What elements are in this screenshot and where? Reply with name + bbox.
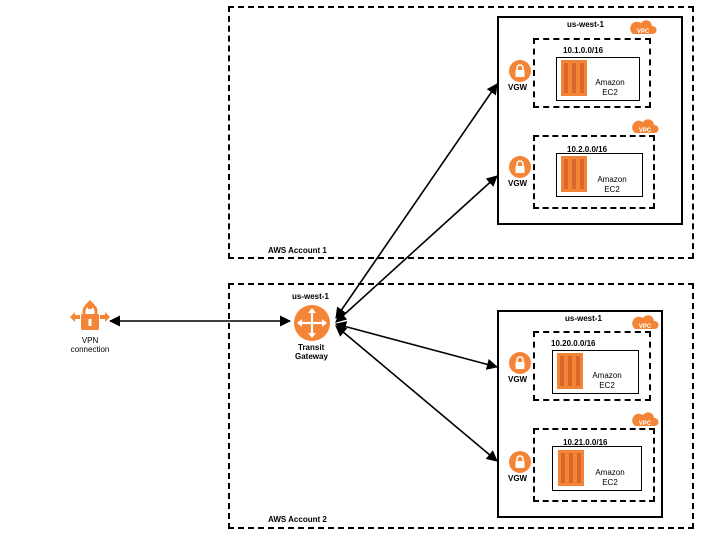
vpc-badge-text: VPC bbox=[639, 324, 652, 330]
vpc-cloud-icon: VPC bbox=[630, 20, 657, 35]
ec2-label-line2: EC2 bbox=[604, 185, 620, 194]
ec2-label-line1: Amazon bbox=[597, 175, 627, 184]
ec2-label-line2: EC2 bbox=[599, 381, 615, 390]
vpc-cloud-icon: VPC bbox=[632, 315, 659, 330]
vpc-badge-text: VPC bbox=[639, 128, 652, 134]
vgw-label: VGW bbox=[508, 83, 528, 92]
vpc-cidr: 10.20.0.0/16 bbox=[551, 339, 596, 348]
vgw-lock-icon bbox=[509, 352, 531, 374]
vgw-lock-icon bbox=[509, 60, 531, 82]
vpn-label-line1: VPN bbox=[81, 336, 99, 345]
vpc-cidr: 10.2.0.0/16 bbox=[567, 145, 608, 154]
ec2-label-line1: Amazon bbox=[595, 468, 625, 477]
vgw-lock-icon bbox=[509, 156, 531, 178]
vpc-cloud-icon: VPC bbox=[632, 412, 659, 427]
ec2-label-line2: EC2 bbox=[602, 478, 618, 487]
ec2-label-line2: EC2 bbox=[602, 88, 618, 97]
region-label: us-west-1 bbox=[567, 20, 604, 29]
vpc-cidr: 10.21.0.0/16 bbox=[563, 438, 608, 447]
vpn-label-line2: connection bbox=[70, 345, 110, 354]
arrow-tgw-to-vgw-10-1 bbox=[335, 83, 498, 319]
vpc-cidr: 10.1.0.0/16 bbox=[563, 46, 604, 55]
vpc-cloud-icon: VPC bbox=[632, 119, 659, 134]
ec2-icon bbox=[561, 60, 587, 96]
ec2-label-line1: Amazon bbox=[592, 371, 622, 380]
vpc-badge-text: VPC bbox=[639, 421, 652, 427]
arrow-tgw-to-vgw-10-2 bbox=[335, 175, 498, 323]
vgw-label: VGW bbox=[508, 474, 528, 483]
ec2-icon bbox=[558, 450, 584, 486]
tgw-region-label: us-west-1 bbox=[292, 292, 329, 301]
ec2-icon bbox=[557, 353, 583, 389]
vgw-lock-icon bbox=[509, 451, 531, 473]
vpn-connection-icon bbox=[70, 300, 110, 330]
ec2-icon bbox=[561, 156, 587, 192]
tgw-label-line2: Gateway bbox=[295, 352, 328, 361]
tgw-label-line1: Transit bbox=[298, 343, 325, 352]
account-2-label: AWS Account 2 bbox=[268, 515, 327, 524]
region-label: us-west-1 bbox=[565, 314, 602, 323]
transit-gateway-icon bbox=[294, 305, 330, 341]
account-1-label: AWS Account 1 bbox=[268, 246, 327, 255]
vgw-label: VGW bbox=[508, 375, 528, 384]
vpc-badge-text: VPC bbox=[637, 29, 650, 35]
arrow-tgw-to-vgw-10-21 bbox=[335, 325, 498, 462]
ec2-label-line1: Amazon bbox=[595, 78, 625, 87]
vgw-label: VGW bbox=[508, 179, 528, 188]
